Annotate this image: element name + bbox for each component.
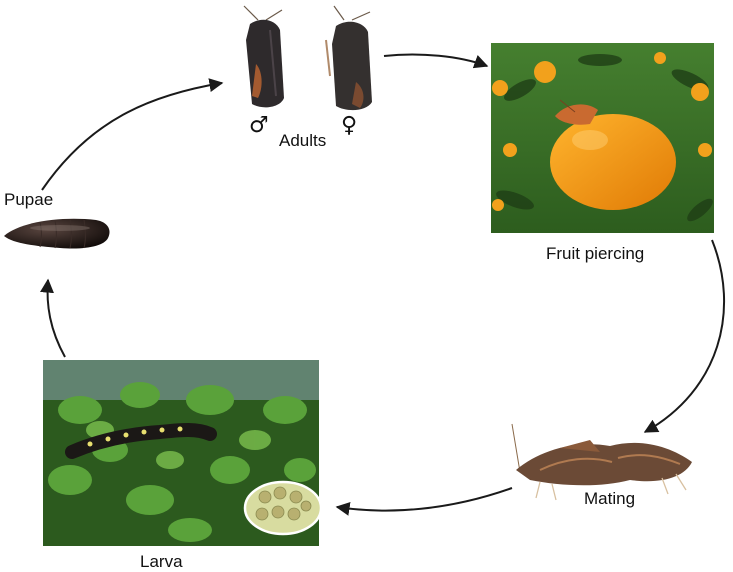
female-symbol: ♀ xyxy=(341,113,358,138)
larva-image xyxy=(43,360,323,546)
female-moth-image xyxy=(325,5,372,111)
mating-moths-image xyxy=(511,423,692,501)
arrow-larva-to-pupae xyxy=(40,278,66,358)
adults-label: Adults xyxy=(279,131,327,150)
fruit-piercing-label: Fruit piercing xyxy=(546,244,645,263)
arrow-mating-to-larva xyxy=(335,487,513,516)
pupae-label: Pupae xyxy=(4,190,54,209)
male-moth-image xyxy=(243,5,284,108)
mating-label: Mating xyxy=(584,489,636,508)
arrow-pupae-to-adults xyxy=(41,78,224,191)
arrow-fruit-to-mating xyxy=(643,239,725,433)
fruit-piercing-image xyxy=(491,43,714,233)
arrow-adults-to-fruit xyxy=(383,53,489,69)
male-symbol: ♂ xyxy=(249,113,269,138)
cycle-arrows xyxy=(40,53,725,516)
larva-label: Larva xyxy=(140,552,183,571)
pupa-image xyxy=(4,218,110,249)
